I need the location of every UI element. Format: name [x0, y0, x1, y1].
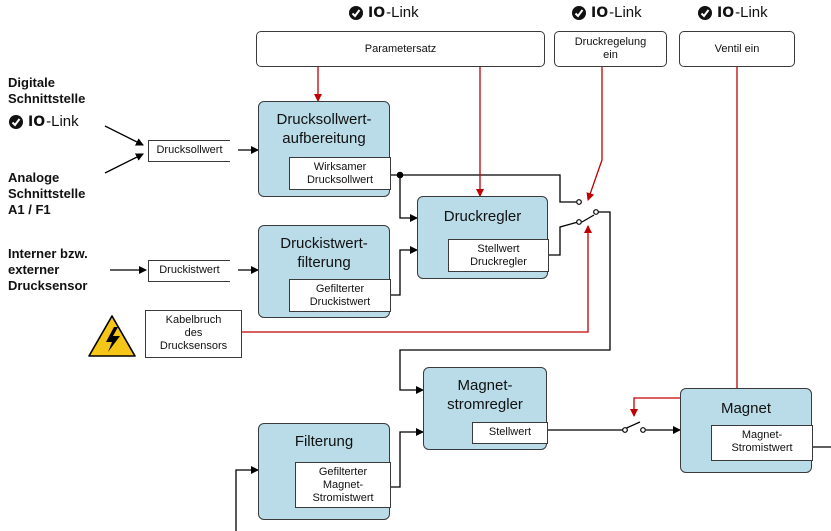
magnet-block: Magnet Magnet- Stromistwert — [680, 388, 813, 473]
io-link-icon — [9, 114, 23, 129]
wire-analog-input — [104, 153, 144, 174]
link-text: -Link — [609, 4, 642, 21]
switch-lever-1 — [581, 214, 595, 223]
setpoint-preparation-block: Drucksollwert- aufbereitung Wirksamer Dr… — [258, 101, 391, 197]
setpoint-signal: Drucksollwert — [148, 140, 230, 162]
pressure-controller-output: Stellwert Druckregler — [448, 239, 549, 272]
io-text: IO — [28, 113, 46, 130]
io-link-icon — [698, 5, 712, 20]
block-title: Filterung — [294, 433, 354, 450]
io-link-logo-3: IO-Link — [697, 4, 768, 21]
wire-controller-to-switch — [548, 221, 579, 256]
switch-contact-b — [576, 219, 582, 225]
warning-icon — [88, 315, 136, 357]
parameter-set-box: Parametersatz — [256, 31, 545, 67]
link-text: -Link — [46, 113, 79, 130]
link-text: -Link — [386, 4, 419, 21]
filtered-magnet-current-output: Gefilterter Magnet- Stromistwert — [295, 462, 391, 508]
block-title: Magnet — [720, 400, 772, 417]
io-link-logo-2: IO-Link — [571, 4, 642, 21]
block-title: Druckregler — [443, 208, 522, 225]
io-text: IO — [717, 4, 735, 21]
wire-feedback-to-filter — [235, 466, 259, 531]
io-link-icon — [572, 5, 586, 20]
wire-switch-to-magnet-ctrl — [399, 211, 611, 394]
red-cable-break — [242, 225, 592, 333]
io-link-icon — [349, 5, 363, 20]
wire-magnet-ctrl-to-switch — [547, 421, 641, 431]
junction-dot — [396, 171, 404, 179]
wire-filter-to-magnet-ctrl — [389, 428, 424, 488]
switch2-contact-out — [640, 427, 646, 433]
pressure-control-enable-box: Druckregelung ein — [554, 31, 667, 67]
io-text: IO — [368, 4, 386, 21]
link-text: -Link — [735, 4, 768, 21]
cable-break-signal: Kabelbruch des Drucksensors — [145, 310, 242, 358]
block-title: Druckistwert- filterung — [280, 235, 368, 271]
wire-setpoint-to-controller — [389, 174, 418, 222]
filtering-block: Filterung Gefilterter Magnet- Stromistwe… — [258, 423, 391, 520]
actual-value-filtering-block: Druckistwert- filterung Gefilterter Druc… — [258, 225, 391, 318]
effective-setpoint-output: Wirksamer Drucksollwert — [289, 157, 391, 190]
wire-actual-to-controller — [389, 246, 418, 296]
red-pressure-enable — [586, 67, 603, 201]
magnet-controller-output: Stellwert — [472, 422, 548, 444]
block-title: Magnet- stromregler — [447, 377, 523, 413]
pressure-sensor-label: Interner bzw. externer Drucksensor — [8, 246, 88, 293]
actual-value-signal-label: Druckistwert — [159, 264, 220, 276]
io-text: IO — [591, 4, 609, 21]
io-link-logo-1: IO-Link — [348, 4, 419, 21]
switch-contact-out — [593, 209, 599, 215]
block-title: Drucksollwert- aufbereitung — [276, 111, 372, 147]
wire-digital-input — [104, 125, 144, 146]
analog-interface-label: Analoge Schnittstelle A1 / F1 — [8, 170, 86, 217]
digital-interface-label: Digitale Schnittstelle — [8, 75, 86, 106]
magnet-current-output: Magnet- Stromistwert — [711, 425, 813, 461]
magnet-current-controller-block: Magnet- stromregler Stellwert — [423, 367, 548, 450]
io-link-logo-input: IO-Link — [8, 113, 79, 130]
valve-enable-box: Ventil ein — [679, 31, 795, 67]
switch-contact-a — [576, 199, 582, 205]
pressure-controller-block: Druckregler Stellwert Druckregler — [417, 196, 549, 279]
actual-value-signal: Druckistwert — [148, 260, 230, 282]
setpoint-signal-label: Drucksollwert — [156, 144, 223, 156]
filtered-actual-output: Gefilterter Druckistwert — [289, 279, 391, 312]
switch2-contact-in — [622, 427, 628, 433]
